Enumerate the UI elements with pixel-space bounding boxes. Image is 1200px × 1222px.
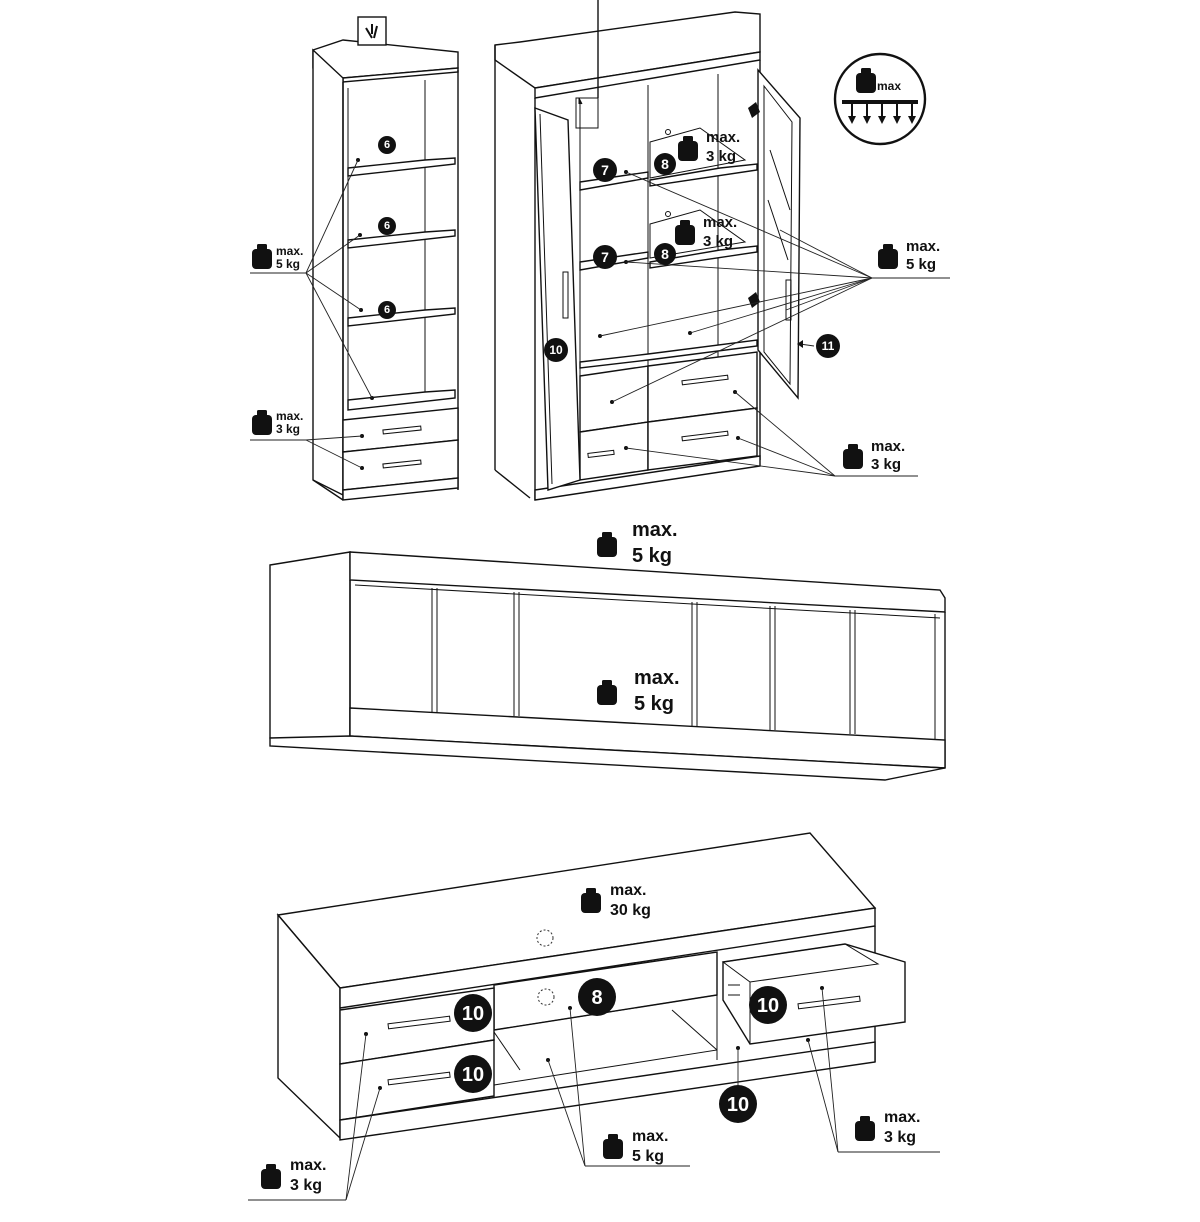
weight-label: max. 3 kg xyxy=(252,409,303,436)
svg-text:8: 8 xyxy=(661,246,669,262)
callout-8: 8 xyxy=(578,978,616,1016)
svg-text:5 kg: 5 kg xyxy=(634,693,674,715)
svg-text:max.: max. xyxy=(632,519,678,541)
callout-10: 10 xyxy=(749,986,787,1024)
weight-icon xyxy=(678,136,698,161)
svg-text:6: 6 xyxy=(384,220,390,232)
svg-text:max.: max. xyxy=(290,1157,326,1174)
svg-text:5 kg: 5 kg xyxy=(632,1148,664,1165)
svg-text:3 kg: 3 kg xyxy=(706,148,736,165)
callout-6: 6 xyxy=(378,301,396,319)
weight-label: max. 3 kg xyxy=(675,214,737,250)
svg-text:10: 10 xyxy=(462,1003,484,1025)
load-limit-legend-text: max xyxy=(877,79,901,93)
callout-badges: 6 6 6 7 7 8 8 10 11 10 10 8 10 10 xyxy=(378,136,840,1123)
svg-text:6: 6 xyxy=(384,304,390,316)
svg-text:7: 7 xyxy=(601,162,609,178)
svg-text:5 kg: 5 kg xyxy=(906,256,936,273)
weight-icon xyxy=(597,532,617,557)
callout-6: 6 xyxy=(378,136,396,154)
tall-shelf-unit xyxy=(305,16,459,501)
weight-icon xyxy=(878,244,898,269)
weight-icon xyxy=(675,220,695,245)
svg-text:3 kg: 3 kg xyxy=(871,456,901,473)
svg-text:3 kg: 3 kg xyxy=(290,1177,322,1194)
wall-shelf-unit xyxy=(269,551,946,781)
weight-label: max. 5 kg xyxy=(878,238,940,273)
svg-text:5 kg: 5 kg xyxy=(632,545,672,567)
svg-text:8: 8 xyxy=(591,987,602,1009)
svg-text:max.: max. xyxy=(634,667,680,689)
tv-stand xyxy=(276,832,906,1201)
callout-10: 10 xyxy=(544,338,568,362)
weight-icon xyxy=(261,1164,281,1189)
weight-icon xyxy=(603,1134,623,1159)
svg-text:3 kg: 3 kg xyxy=(276,422,300,436)
svg-text:11: 11 xyxy=(822,339,835,353)
callout-6: 6 xyxy=(378,217,396,235)
weight-icon xyxy=(252,244,272,269)
weight-label: max. 5 kg xyxy=(597,667,680,715)
svg-text:10: 10 xyxy=(549,343,563,357)
weight-label: max. 3 kg xyxy=(843,438,905,473)
callout-10: 10 xyxy=(454,1055,492,1093)
svg-text:10: 10 xyxy=(727,1094,749,1116)
callout-8: 8 xyxy=(654,153,676,175)
weight-label: max. 5 kg xyxy=(252,244,303,271)
svg-text:max.: max. xyxy=(703,214,737,231)
svg-text:max.: max. xyxy=(706,129,740,146)
weight-icon xyxy=(252,410,272,435)
weight-label: max. 3 kg xyxy=(678,129,740,165)
callout-10: 10 xyxy=(719,1085,757,1123)
svg-text:8: 8 xyxy=(661,156,669,172)
weight-icon xyxy=(843,444,863,469)
svg-text:max.: max. xyxy=(871,438,905,455)
svg-text:5 kg: 5 kg xyxy=(276,257,300,271)
svg-text:max.: max. xyxy=(632,1128,668,1145)
svg-text:max.: max. xyxy=(276,244,303,258)
callout-7: 7 xyxy=(593,245,617,269)
svg-text:10: 10 xyxy=(462,1064,484,1086)
callout-11: 11 xyxy=(816,334,840,358)
svg-text:max.: max. xyxy=(276,409,303,423)
svg-text:max.: max. xyxy=(610,882,646,899)
callout-8: 8 xyxy=(654,243,676,265)
weight-label: max. 3 kg xyxy=(855,1109,920,1146)
callout-7: 7 xyxy=(593,158,617,182)
svg-text:6: 6 xyxy=(384,139,390,151)
weight-label: max. 3 kg xyxy=(261,1157,326,1194)
callout-10: 10 xyxy=(454,994,492,1032)
load-limit-icon: max xyxy=(833,52,927,146)
svg-text:7: 7 xyxy=(601,249,609,265)
svg-text:max.: max. xyxy=(884,1109,920,1126)
weight-label: max. 5 kg xyxy=(597,519,678,567)
svg-text:3 kg: 3 kg xyxy=(703,233,733,250)
svg-text:max.: max. xyxy=(906,238,940,255)
glass-door-cabinet xyxy=(494,0,873,501)
svg-text:30 kg: 30 kg xyxy=(610,902,651,919)
weight-label: max. 5 kg xyxy=(603,1128,668,1165)
svg-text:3 kg: 3 kg xyxy=(884,1129,916,1146)
weight-icon xyxy=(597,680,617,705)
weight-icon xyxy=(855,1116,875,1141)
weight-label: max. 30 kg xyxy=(581,882,651,919)
svg-text:10: 10 xyxy=(757,995,779,1017)
